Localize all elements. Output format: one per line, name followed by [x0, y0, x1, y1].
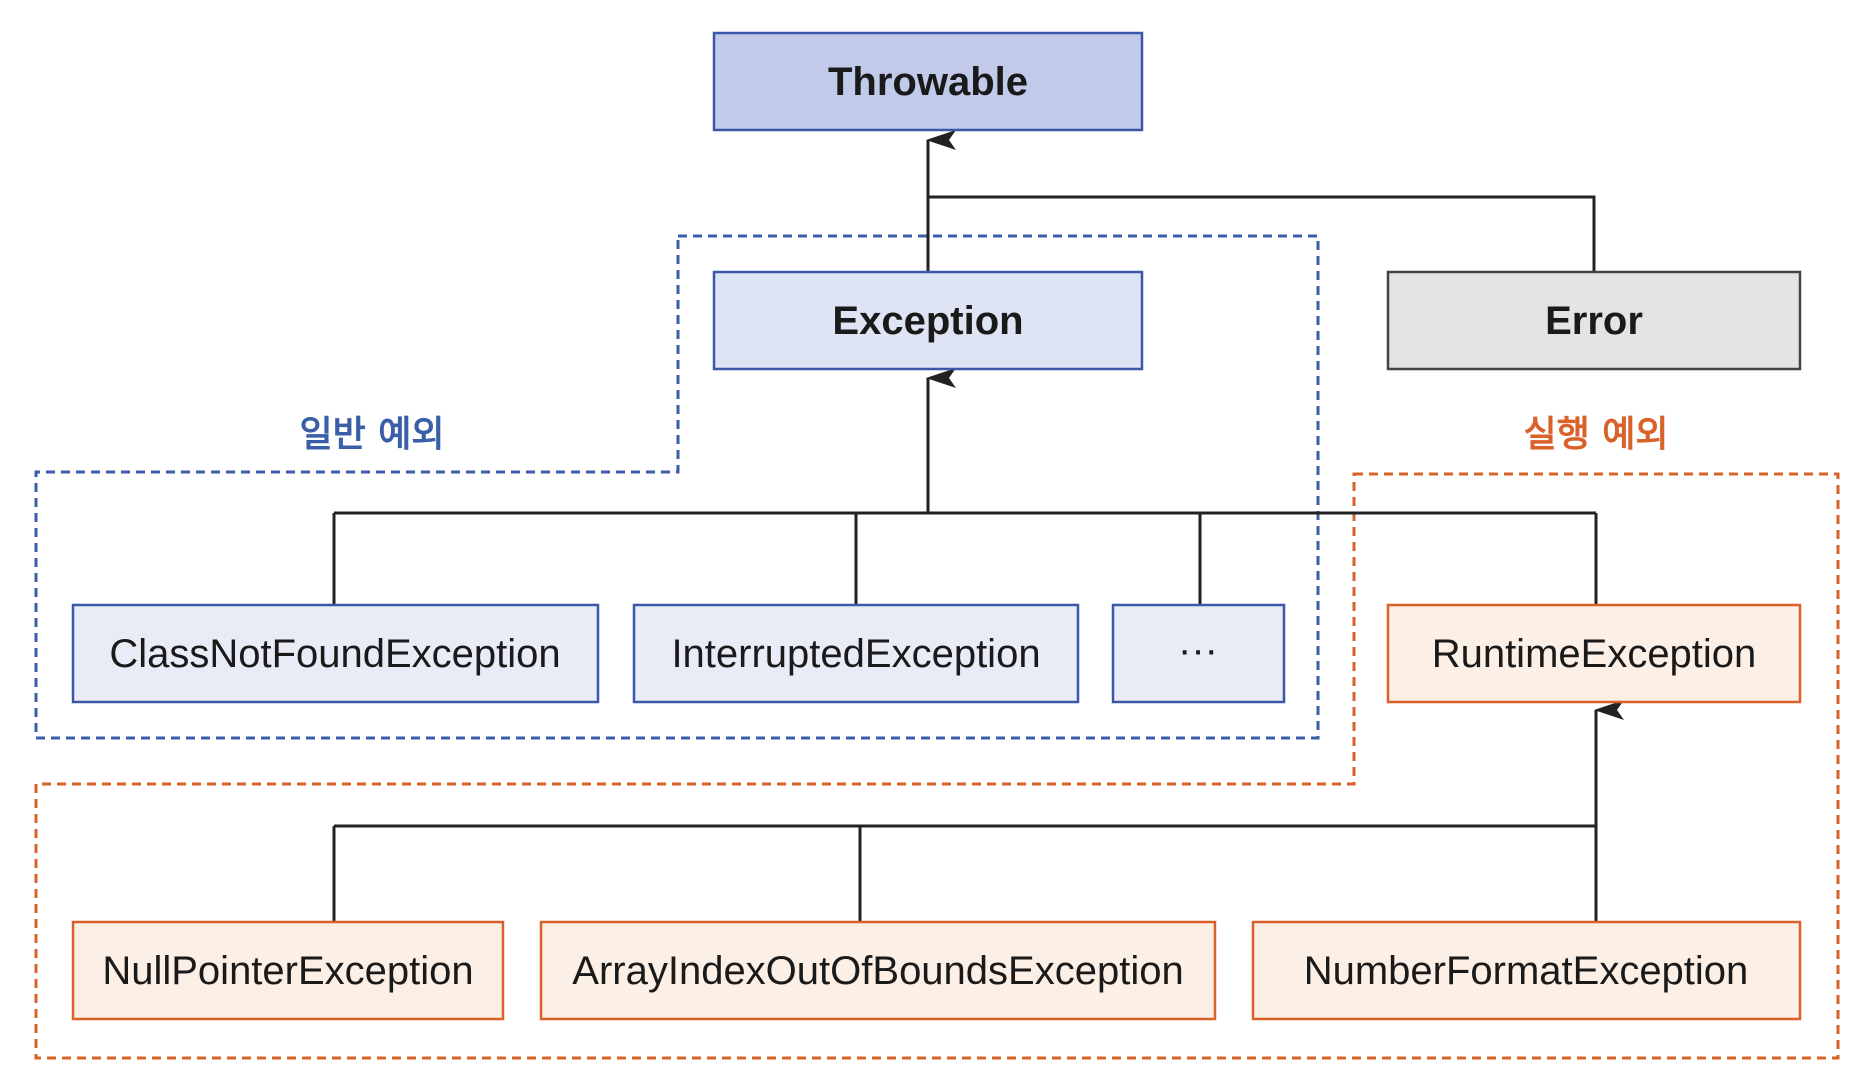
class-not-found-exception-node: ClassNotFoundException	[71, 603, 600, 704]
runtime-exception-label: 실행 예외	[1523, 414, 1668, 455]
array-index-out-of-bounds-exception-label: ArrayIndexOutOfBoundsException	[572, 949, 1183, 993]
runtime-connectors	[332, 700, 1624, 922]
error-label: Error	[1545, 299, 1643, 343]
interrupted-exception-node: InterruptedException	[632, 603, 1080, 704]
interrupted-exception-label: InterruptedException	[671, 632, 1040, 676]
checked-exception-region	[34, 234, 1320, 740]
class-not-found-exception-label: ClassNotFoundException	[109, 632, 560, 676]
runtime-exception-label: RuntimeException	[1432, 632, 1757, 676]
number-format-exception-node: NumberFormatException	[1251, 920, 1802, 1021]
throwable-node: Throwable	[712, 31, 1144, 132]
exception-label: Exception	[832, 299, 1023, 343]
throwable-connectors	[926, 130, 1596, 272]
runtime-exception-node: RuntimeException	[1386, 603, 1802, 704]
ellipsis-label: ···	[1178, 628, 1218, 672]
null-pointer-exception-label: NullPointerException	[102, 949, 473, 993]
checked-exception-label: 일반 예외	[299, 414, 444, 455]
more-checked-exceptions-node: ···	[1111, 603, 1286, 704]
number-format-exception-label: NumberFormatException	[1304, 949, 1749, 993]
runtime-exception-region	[34, 472, 1840, 1060]
error-node: Error	[1386, 270, 1802, 371]
null-pointer-exception-node: NullPointerException	[71, 920, 505, 1021]
array-index-out-of-bounds-exception-node: ArrayIndexOutOfBoundsException	[539, 920, 1217, 1021]
throwable-label: Throwable	[828, 60, 1028, 104]
exception-node: Exception	[712, 270, 1144, 371]
exception-connectors	[332, 368, 1598, 605]
